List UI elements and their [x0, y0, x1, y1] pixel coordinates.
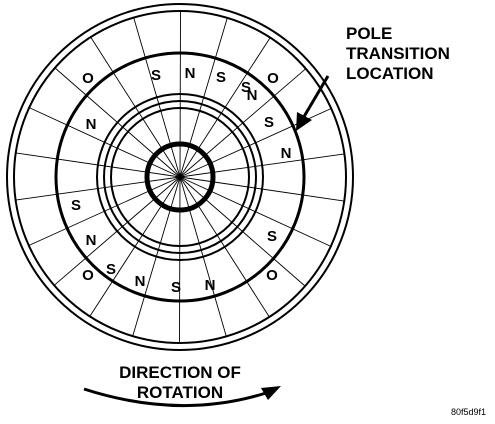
position-marks: O O O O — [82, 70, 279, 284]
rotation-arrowhead-icon — [261, 386, 281, 400]
callout-line-2: TRANSITION — [346, 44, 450, 63]
inner-ring-middle — [103, 100, 257, 254]
rotation-line-1: DIRECTION OF — [119, 363, 241, 382]
rotation-line-2: ROTATION — [137, 383, 223, 402]
outer-pole-label: S — [151, 67, 161, 84]
o-mark: O — [266, 267, 278, 284]
outer-pole-label: S — [216, 69, 226, 86]
outer-pole-label: N — [86, 116, 97, 133]
inner-ring-inner — [110, 107, 250, 247]
figure-id: 80f5d9f1 — [451, 407, 486, 417]
middle-ring — [54, 51, 306, 303]
rotation-arrow — [83, 386, 281, 407]
outer-pole-label: S — [71, 197, 81, 214]
callout-arrowhead-icon — [296, 112, 312, 131]
outer-pole-label: N — [247, 87, 258, 104]
outer-pole-label: S — [106, 261, 116, 278]
o-mark: O — [267, 70, 279, 87]
callout-line-1: POLE — [346, 24, 392, 43]
outer-ring-inner — [13, 10, 347, 344]
rotation-label: DIRECTION OF ROTATION — [119, 363, 241, 402]
outer-pole-label: N — [86, 232, 97, 249]
hub-ring — [144, 141, 216, 213]
callout-arrow — [296, 75, 330, 131]
o-mark: O — [82, 70, 94, 87]
outer-pole-label: N — [135, 273, 146, 290]
outer-pole-label: S — [267, 228, 277, 245]
inner-pole-label: N — [281, 145, 292, 162]
outer-pole-label: S — [241, 79, 251, 96]
inner-pole-labels: S S N S S N — [281, 145, 292, 162]
o-mark: O — [82, 267, 94, 284]
pole-transition-callout: POLE TRANSITION LOCATION — [346, 24, 450, 83]
disc-rings — [6, 3, 354, 351]
callout-line-3: LOCATION — [346, 64, 434, 83]
outer-ring-outer — [6, 3, 354, 351]
inner-ring-outer — [96, 93, 264, 261]
outer-pole-label: N — [185, 65, 196, 82]
outer-pole-label: S — [171, 279, 181, 296]
outer-pole-label: N — [205, 277, 216, 294]
outer-pole-label: S — [264, 114, 274, 131]
outer-pole-labels: S N S S N S S N S N S S N N S — [71, 65, 277, 296]
